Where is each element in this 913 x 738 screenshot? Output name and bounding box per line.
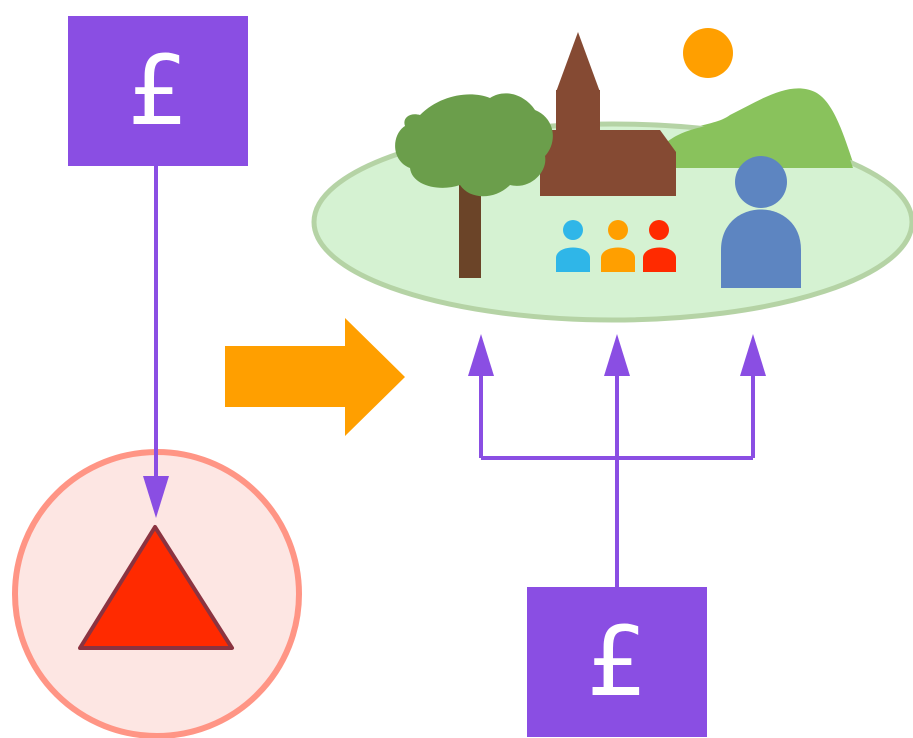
person-icon — [721, 156, 801, 288]
funding-to-community-arrows — [468, 334, 766, 587]
tree-icon — [395, 93, 553, 278]
community-scene — [311, 28, 913, 323]
pound-sign-icon: £ — [586, 606, 648, 718]
children-icon — [556, 220, 676, 272]
warning-triangle-icon — [78, 525, 234, 650]
arrowhead-right — [740, 334, 766, 376]
warning-symbol — [12, 449, 302, 738]
bottom-funding-box: £ — [527, 587, 707, 737]
pound-sign-icon: £ — [127, 35, 189, 147]
church-icon — [540, 32, 676, 196]
top-funding-box: £ — [68, 16, 248, 166]
arrowhead-center — [604, 334, 630, 376]
right-arrow-icon — [225, 318, 405, 436]
funding-to-risk-arrow — [143, 166, 169, 518]
arrowhead-left — [468, 334, 494, 376]
sun-icon — [683, 28, 733, 78]
